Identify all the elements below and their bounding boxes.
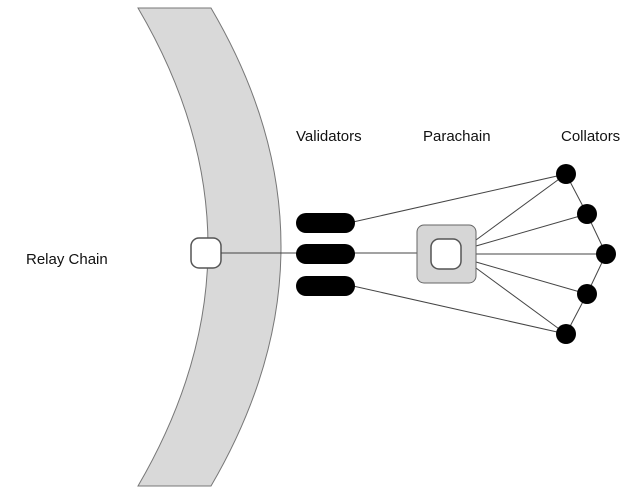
relay-chain-label: Relay Chain: [26, 251, 108, 268]
validators-label: Validators: [296, 128, 362, 145]
validator-node-1: [296, 213, 355, 233]
validator-bottom-to-collator-5-line: [352, 285, 567, 335]
collator-node-3: [596, 244, 616, 264]
validator-node-3: [296, 276, 355, 296]
validator-node-2: [296, 244, 355, 264]
validator-top-to-collator-1-line: [352, 173, 567, 223]
collator-node-4: [577, 284, 597, 304]
parachain-label: Parachain: [423, 128, 491, 145]
collator-node-1: [556, 164, 576, 184]
collator-node-5: [556, 324, 576, 344]
parachain-to-collator-2-line: [475, 213, 588, 247]
collators-group: [556, 164, 616, 344]
parachain-inner-node: [430, 238, 462, 270]
relay-chain-node: [190, 237, 222, 269]
collators-label: Collators: [561, 128, 620, 145]
collator-node-2: [577, 204, 597, 224]
parachain-to-collator-4-line: [475, 261, 588, 295]
validators-group: [296, 213, 355, 296]
parachain-to-collator-1-line: [475, 173, 567, 241]
parachain-to-collator-5-line: [475, 267, 567, 335]
